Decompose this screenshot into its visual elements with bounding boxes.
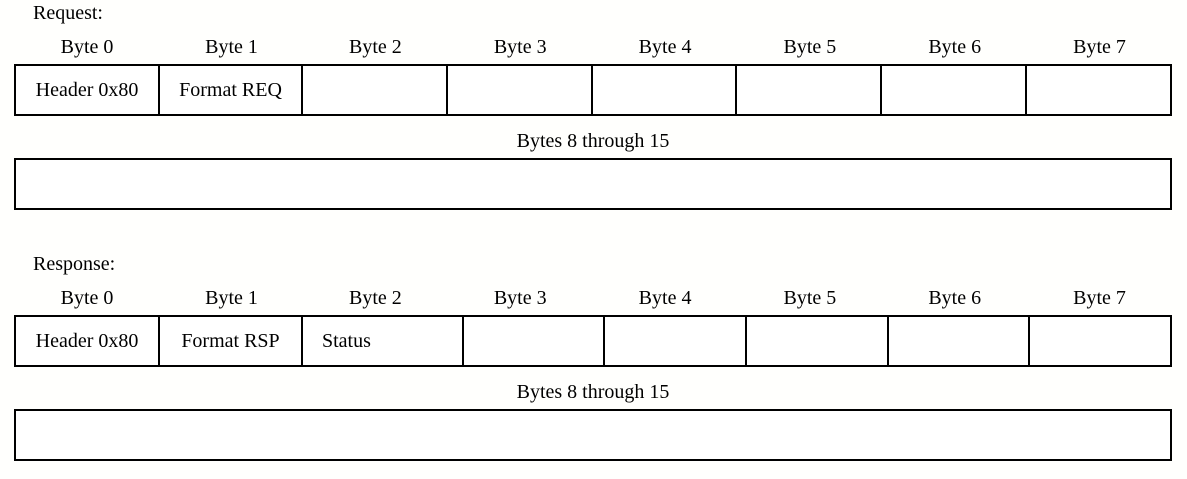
response-tail-caption: Bytes 8 through 15 bbox=[516, 381, 670, 403]
byte-header-0: Byte 0 bbox=[60, 36, 114, 58]
request-tail-caption: Bytes 8 through 15 bbox=[516, 130, 670, 152]
response-byte-header-row: Byte 0 Byte 1 Byte 2 Byte 3 Byte 4 Byte … bbox=[14, 286, 1172, 310]
byte-header-7: Byte 7 bbox=[1073, 36, 1126, 58]
byte-header-7: Byte 7 bbox=[1073, 287, 1126, 309]
byte-header-4: Byte 4 bbox=[638, 36, 692, 58]
response-byte-cell-2: Status bbox=[303, 317, 464, 365]
response-section-label: Response: bbox=[33, 253, 116, 275]
byte-header-6: Byte 6 bbox=[928, 36, 982, 58]
byte-header-1: Byte 1 bbox=[205, 36, 258, 58]
request-byte-cell-6 bbox=[882, 66, 1028, 114]
response-byte-cell-1: Format RSP bbox=[160, 317, 303, 365]
request-tail-box bbox=[14, 158, 1172, 210]
request-section-label: Request: bbox=[33, 2, 103, 24]
response-tail-box bbox=[14, 409, 1172, 461]
byte-header-6: Byte 6 bbox=[928, 287, 982, 309]
byte-header-2: Byte 2 bbox=[349, 287, 402, 309]
byte-header-0: Byte 0 bbox=[60, 287, 114, 309]
response-byte-cell-4 bbox=[605, 317, 748, 365]
response-byte-cell-0: Header 0x80 bbox=[16, 317, 160, 365]
request-byte-header-row: Byte 0 Byte 1 Byte 2 Byte 3 Byte 4 Byte … bbox=[14, 35, 1172, 59]
response-byte-cell-6 bbox=[889, 317, 1031, 365]
request-byte-cell-0: Header 0x80 bbox=[16, 66, 160, 114]
request-byte-cell-2 bbox=[303, 66, 448, 114]
byte-header-4: Byte 4 bbox=[638, 287, 692, 309]
response-byte-table: Header 0x80 Format RSP Status bbox=[14, 315, 1172, 367]
byte-header-1: Byte 1 bbox=[205, 287, 258, 309]
request-byte-cell-5 bbox=[737, 66, 883, 114]
response-byte-cell-7 bbox=[1030, 317, 1170, 365]
byte-header-5: Byte 5 bbox=[783, 36, 837, 58]
request-byte-cell-4 bbox=[593, 66, 738, 114]
byte-header-3: Byte 3 bbox=[493, 287, 547, 309]
request-byte-cell-7 bbox=[1027, 66, 1170, 114]
response-byte-cell-5 bbox=[747, 317, 889, 365]
byte-header-5: Byte 5 bbox=[783, 287, 837, 309]
byte-header-3: Byte 3 bbox=[493, 36, 547, 58]
request-byte-cell-1: Format REQ bbox=[160, 66, 303, 114]
response-byte-cell-3 bbox=[464, 317, 606, 365]
request-byte-table: Header 0x80 Format REQ bbox=[14, 64, 1172, 116]
byte-header-2: Byte 2 bbox=[349, 36, 402, 58]
request-byte-cell-3 bbox=[448, 66, 593, 114]
